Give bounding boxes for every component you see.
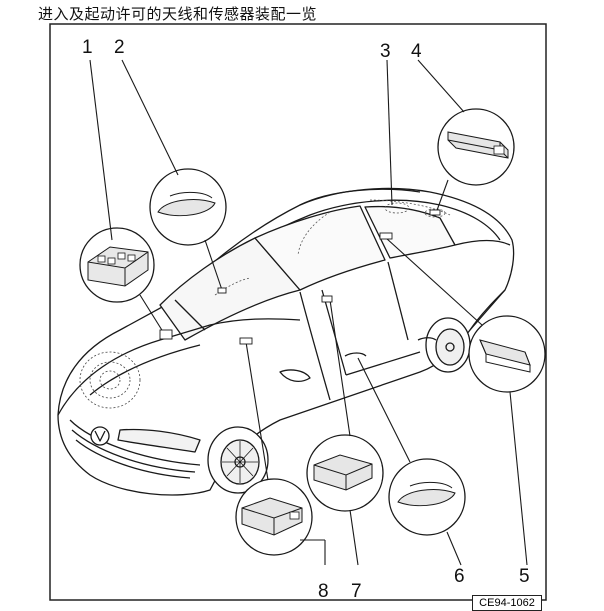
detail-circle-5 bbox=[468, 315, 546, 393]
detail-circle-4 bbox=[437, 108, 515, 186]
callout-6: 6 bbox=[454, 566, 465, 587]
car-illustration bbox=[57, 187, 515, 496]
callout-1: 1 bbox=[82, 37, 93, 58]
component-markers bbox=[159, 209, 441, 345]
callout-4: 4 bbox=[411, 41, 422, 62]
engine-cutaway bbox=[79, 351, 141, 409]
detail-circle-2 bbox=[149, 168, 227, 246]
detail-circle-1 bbox=[79, 227, 155, 303]
callout-5: 5 bbox=[519, 566, 530, 587]
page-title: 进入及起动许可的天线和传感器装配一览 bbox=[38, 5, 318, 23]
callout-3: 3 bbox=[380, 41, 391, 62]
callout-8: 8 bbox=[318, 581, 329, 602]
detail-circle-7 bbox=[306, 434, 384, 512]
leader-lines bbox=[89, 59, 528, 566]
callout-7: 7 bbox=[351, 581, 362, 602]
detail-circle-6 bbox=[388, 458, 466, 536]
callout-2: 2 bbox=[114, 37, 125, 58]
detail-circle-8 bbox=[235, 478, 313, 556]
reference-code: CE94-1062 bbox=[472, 595, 542, 611]
